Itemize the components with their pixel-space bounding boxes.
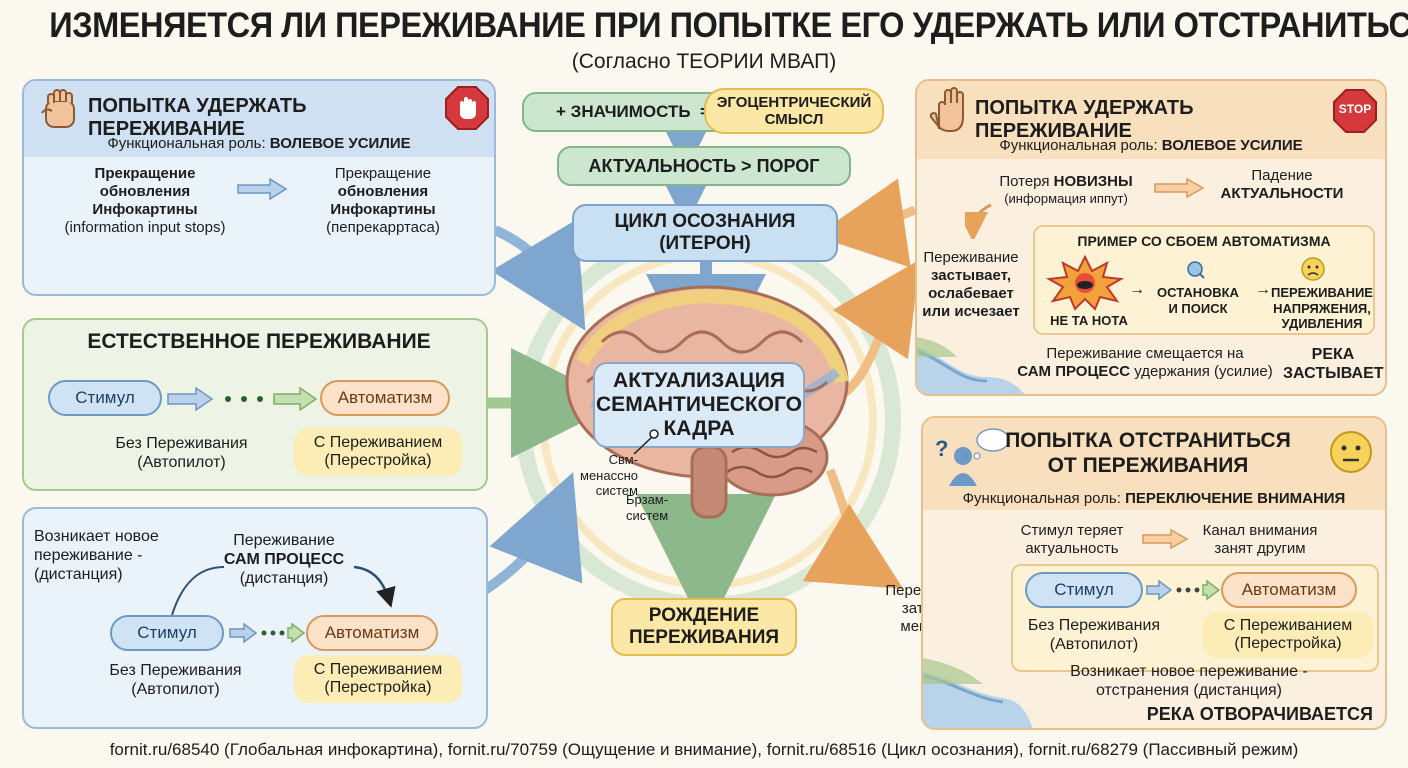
panel-title: ПОПЫТКА УДЕРЖАТЬ ПЕРЕЖИВАНИЕ — [975, 97, 1194, 142]
wrong-note-label: НЕ ТА НОТА — [1050, 313, 1128, 328]
semantic-frame-actualization-node: АКТУАЛИЗАЦИЯ СЕМАНТИЧЕСКОГО КАДРА — [593, 362, 805, 448]
panel-header — [24, 81, 494, 157]
pointer-icon — [633, 429, 659, 455]
panel-header — [917, 81, 1385, 159]
neutral-face-icon — [1330, 431, 1372, 473]
with-experience-label: С Переживанием (Перестройка) — [294, 655, 462, 703]
stop-hand-sign-icon — [445, 86, 489, 130]
page-title: ИЗМЕНЯЕТСЯ ЛИ ПЕРЕЖИВАНИЕ ПРИ ПОПЫТКЕ ЕГ… — [49, 6, 1408, 45]
brain-label-1: Свм- менассно систем — [580, 452, 638, 499]
thinking-person-icon: ? — [935, 428, 1010, 486]
panel-natural-experience: ЕСТЕСТВЕННОЕ ПЕРЕЖИВАНИЕ Стимул Автомати… — [22, 318, 488, 491]
automatism-pill: Автоматизм — [1221, 572, 1357, 608]
river-illustration — [923, 658, 1033, 728]
footer-links[interactable]: fornit.ru/68540 (Глобальная инфокартина)… — [109, 740, 1299, 759]
without-experience-label: Без Переживания (Автопилот) — [109, 662, 242, 699]
river-turns-away-label: РЕКА ОТВОРАЧИВАЕТСЯ — [1146, 704, 1373, 724]
magnifier-icon — [1187, 261, 1205, 279]
role-line: Функциональная роль: ВОЛЕВОЕ УСИЛИЕ — [107, 135, 411, 152]
arrow-icon — [1154, 177, 1205, 199]
with-experience-label: С Переживанием (Перестройка) — [1203, 612, 1373, 658]
stimulus-pill: Стимул — [110, 615, 224, 651]
role-line: Функциональная роль: ПЕРЕКЛЮЧЕНИЕ ВНИМАН… — [962, 490, 1346, 507]
egocentric-meaning-node: ЭГОЦЕНТРИЧЕСКИЙ СМЫСЛ — [704, 88, 884, 134]
without-experience-label: Без Переживания (Автопилот) — [1027, 617, 1161, 654]
awareness-cycle-node: ЦИКЛ ОСОЗНАНИЯ (ИТЕРОН) — [572, 204, 838, 262]
shift-text: Переживание смещается на САМ ПРОЦЕСС уде… — [1017, 345, 1273, 380]
relevance-threshold-node: АКТУАЛЬНОСТЬ > ПОРОГ — [557, 146, 851, 186]
automatism-pill: Автоматизм — [320, 380, 450, 416]
loss-novelty-text: Потеря НОВИЗНЫ (информация иппут) — [999, 173, 1133, 206]
brain-label-2: Брзам- систем — [626, 492, 669, 523]
with-experience-label: С Переживанием (Перестройка) — [294, 428, 462, 476]
process-text: Переживание САМ ПРОЦЕСС (дистанция) — [223, 532, 345, 588]
worried-face-icon — [1301, 257, 1325, 281]
stimulus-loses-text: Стимул теряет актуальность — [1020, 522, 1124, 557]
arrow-icon — [1142, 528, 1189, 550]
new-distance-text: Возникает новое переживание - отстранени… — [1070, 663, 1308, 700]
raised-hand-icon — [929, 87, 964, 132]
freeze-text: Переживание застывает, ослабевает или ис… — [922, 249, 1020, 320]
birth-of-experience-node: РОЖДЕНИЕ ПЕРЕЖИВАНИЯ — [611, 598, 797, 656]
panel-distance-experience: ? ПОПЫТКА ОТСТРАНИТЬСЯ ОТ ПЕРЕЖИВАНИЯ Фу… — [921, 416, 1387, 730]
arrow-dots-icon — [167, 386, 318, 412]
stop-sign-icon: STOP — [1333, 89, 1377, 133]
curved-arrow-icon — [171, 565, 396, 616]
stimulus-pill: Стимул — [1025, 572, 1143, 608]
automatism-pill: Автоматизм — [306, 615, 438, 651]
panel-title: ЕСТЕСТВЕННОЕ ПЕРЕЖИВАНИЕ — [87, 330, 431, 353]
example-box: ПРИМЕР СО СБОЕМ АВТОМАТИЗМА НЕ ТА НОТА →… — [1033, 225, 1375, 335]
arrow-dots-icon — [229, 622, 306, 644]
page-subtitle: (Согласно ТЕОРИИ МВАП) — [571, 50, 837, 73]
role-line: Функциональная роль: ВОЛЕВОЕ УСИЛИЕ — [999, 137, 1303, 154]
river-freezes-label: РЕКА ЗАСТЫВАЕТ — [1283, 346, 1384, 383]
new-experience-text: Возникает новое переживание - (дистанция… — [34, 528, 159, 584]
panel-title: ПОПЫТКА ОТСТРАНИТЬСЯ ОТ ПЕРЕЖИВАНИЯ — [1005, 429, 1291, 478]
stop-search-label: ОСТАНОВКА И ПОИСК — [1157, 285, 1239, 316]
panel-title: ПОПЫТКА УДЕРЖАТЬ ПЕРЕЖИВАНИЕ — [88, 95, 307, 140]
arrow-icon — [237, 177, 288, 201]
arrow-glyph: → — [1255, 281, 1271, 298]
stimulus-pill: Стимул — [48, 380, 162, 416]
arrow-left-bot-to-brain — [482, 472, 583, 595]
panel-hold-experience-left: ПОПЫТКА УДЕРЖАТЬ ПЕРЕЖИВАНИЕ Функциональ… — [22, 79, 496, 296]
explosion-icon — [1045, 255, 1125, 311]
example-title: ПРИМЕР СО СБОЕМ АВТОМАТИЗМА — [1077, 233, 1331, 249]
attention-channel-text: Канал внимания занят другим — [1202, 522, 1318, 557]
right-stop-text: Прекращение обновления Инфокартины (пепр… — [326, 165, 440, 236]
left-stop-text: Прекращение обновления Инфокартины (info… — [64, 165, 226, 236]
panel-hold-experience-right: ПОПЫТКА УДЕРЖАТЬ ПЕРЕЖИВАНИЕ STOP Функци… — [915, 79, 1387, 396]
arrow-dots-icon — [1146, 579, 1221, 601]
svg-text:?: ? — [935, 436, 948, 461]
without-experience-label: Без Переживания (Автопилот) — [115, 435, 248, 472]
relevance-drop-text: Падение АКТУАЛЬНОСТИ — [1220, 167, 1344, 202]
river-illustration — [917, 337, 1025, 394]
tension-label: ПЕРЕЖИВАНИЕ НАПРЯЖЕНИЯ, УДИВЛЕНИЯ — [1271, 285, 1373, 332]
arrow-glyph: → — [1129, 281, 1145, 298]
curved-arrow-icon — [965, 203, 992, 239]
raised-fist-icon — [41, 89, 75, 128]
arrow-right-top-to-cycle — [815, 178, 917, 268]
panel-distance-process: Возникает новое переживание - (дистанция… — [22, 507, 488, 729]
